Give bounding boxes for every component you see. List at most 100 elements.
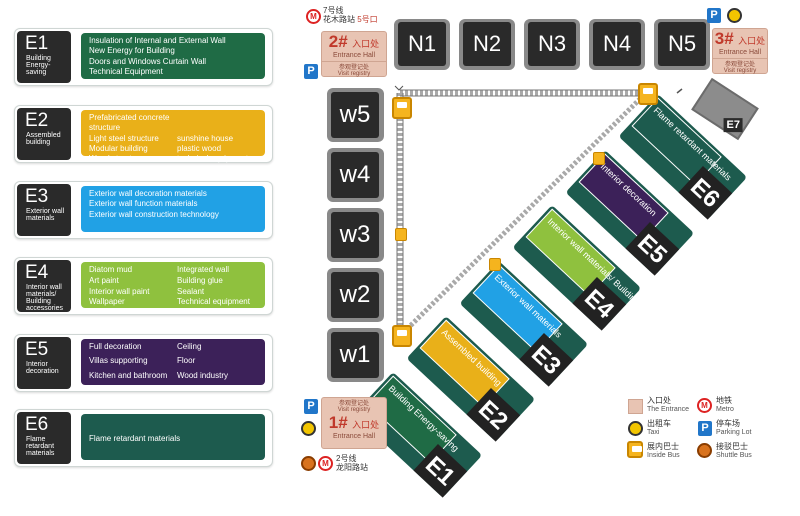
- category-item: Full decoration: [89, 342, 142, 351]
- category-item: Insulation of Internal and External Wall: [89, 36, 226, 45]
- category-item: technical equipment: [177, 154, 249, 164]
- category-item: Wood industry: [177, 370, 228, 380]
- parking-icon: P: [304, 399, 318, 414]
- inside-bus-icon: [392, 325, 412, 347]
- inside-bus-icon: [638, 83, 658, 105]
- category-item: Floor: [177, 356, 196, 366]
- category-code: E4: [25, 262, 49, 283]
- taxi-icon: [301, 421, 316, 436]
- category-item: Doors and Windows Curtain Wall: [89, 56, 207, 66]
- shuttle-bus-icon: [697, 443, 712, 458]
- category-item: Integrated wall: [177, 265, 230, 274]
- category-name: Interior decoration: [26, 361, 59, 375]
- shuttle-bus-icon: [301, 456, 316, 471]
- metro-exit-top: 5号口: [357, 15, 378, 24]
- hall-fill: [366, 375, 457, 464]
- parking-icon: P: [698, 421, 712, 436]
- category-item: Exterior wall construction technology: [89, 209, 219, 219]
- hall-w3[interactable]: w3: [327, 208, 384, 262]
- category-name: Interior wall materials/ Building access…: [26, 284, 63, 312]
- metro-line-top: 7号线: [323, 6, 344, 15]
- category-code: E3: [25, 186, 49, 207]
- category-item: Kitchen and bathroom: [89, 370, 168, 380]
- category-item: Interior wall paint: [89, 286, 150, 296]
- category-item: sunshine house: [177, 133, 234, 143]
- category-item: Modular building: [89, 143, 148, 153]
- category-code: E1: [25, 33, 49, 54]
- hall-w1[interactable]: w1: [327, 328, 384, 382]
- hall-code-box: [678, 166, 733, 220]
- category-code: E6: [25, 414, 49, 435]
- hall-n3[interactable]: N3: [524, 19, 580, 70]
- hall-n1[interactable]: N1: [394, 19, 450, 70]
- category-item: Technical equipment: [177, 297, 250, 307]
- inside-bus-icon: [392, 97, 412, 119]
- category-name: Flame retardant materials: [26, 436, 55, 457]
- category-item: Exterior wall decoration materials: [89, 189, 207, 198]
- hall-code-box: [413, 444, 468, 498]
- metro-line-bottom: 2号线: [336, 454, 357, 463]
- category-name: Exterior wall materials: [26, 208, 65, 222]
- hall-code-box: [519, 333, 574, 387]
- metro-station-top: 花木路站: [323, 15, 355, 24]
- category-item: Villas supporting: [89, 356, 148, 366]
- metro-station-bottom: 龙阳路站: [336, 463, 368, 472]
- metro-icon: [697, 398, 712, 413]
- category-item: Wood structure: [89, 154, 144, 164]
- hall-w4[interactable]: w4: [327, 148, 384, 202]
- category-item: Prefabricated concrete structure: [89, 113, 170, 133]
- metro-icon: [318, 456, 333, 471]
- category-code: E5: [25, 339, 49, 360]
- entrance-swatch: [628, 399, 643, 414]
- category-items: Flame retardant materials: [81, 414, 265, 460]
- hall-code-box: [572, 277, 627, 331]
- taxi-icon: [727, 8, 742, 23]
- category-item: Ceiling: [177, 342, 202, 351]
- hall-n5[interactable]: N5: [654, 19, 710, 70]
- category-item: Building glue: [177, 275, 223, 285]
- inside-bus-icon: [489, 258, 501, 271]
- category-item: plastic wood: [177, 143, 222, 153]
- hall-n4[interactable]: N4: [589, 19, 645, 70]
- category-name: Assembled building: [26, 132, 61, 146]
- parking-icon: P: [707, 8, 721, 23]
- hall-n2[interactable]: N2: [459, 19, 515, 70]
- category-item: Wallpaper: [89, 297, 125, 307]
- category-item: Flame retardant materials: [89, 434, 181, 443]
- inside-bus-icon: [627, 441, 643, 458]
- category-item: Exterior wall function materials: [89, 199, 198, 209]
- hall-code-box: [625, 222, 680, 276]
- category-item: New Energy for Building: [89, 46, 175, 56]
- hall-w5[interactable]: w5: [327, 88, 384, 142]
- hall-code-box: [466, 388, 521, 442]
- category-code: E2: [25, 110, 49, 131]
- inside-bus-icon: [593, 152, 605, 165]
- category-item: Technical Equipment: [89, 66, 163, 76]
- hall-w2[interactable]: w2: [327, 268, 384, 322]
- hall-fill: [419, 319, 510, 408]
- category-item: Diatom mud: [89, 265, 133, 274]
- metro-icon: [306, 9, 321, 24]
- category-items: Insulation of Internal and External Wall…: [81, 33, 265, 79]
- category-item: Light steel structure: [89, 133, 159, 143]
- inside-bus-icon: [395, 228, 407, 241]
